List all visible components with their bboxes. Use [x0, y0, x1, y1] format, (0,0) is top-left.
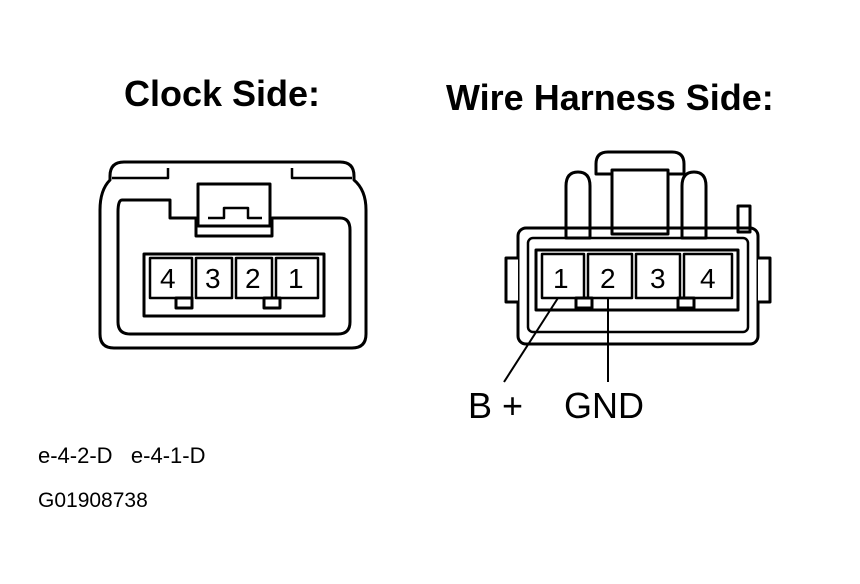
- harness-pin-3: 3: [650, 263, 666, 294]
- b-plus-leader-line: [503, 297, 559, 383]
- clock-pin-2: 2: [245, 263, 261, 294]
- clock-pin-block: [142, 252, 326, 318]
- clock-latch: [196, 182, 272, 228]
- clock-pin-3: 3: [205, 263, 221, 294]
- clock-side-title: Clock Side:: [124, 73, 320, 114]
- clock-side-connector: 4 3 2 1: [98, 160, 368, 350]
- harness-side-connector: 1 2 3 4: [504, 150, 772, 346]
- gnd-label: GND: [564, 385, 644, 426]
- b-plus-label: B +: [468, 385, 523, 426]
- clock-pin-4: 4: [160, 263, 176, 294]
- harness-side-title: Wire Harness Side:: [446, 77, 774, 118]
- clock-pin-1: 1: [288, 263, 304, 294]
- harness-pin-2: 2: [600, 263, 616, 294]
- reference-codes: e-4-2-D e-4-1-D: [38, 443, 205, 468]
- harness-pin-4: 4: [700, 263, 716, 294]
- figure-id: G01908738: [38, 489, 148, 512]
- harness-pin-1: 1: [553, 263, 569, 294]
